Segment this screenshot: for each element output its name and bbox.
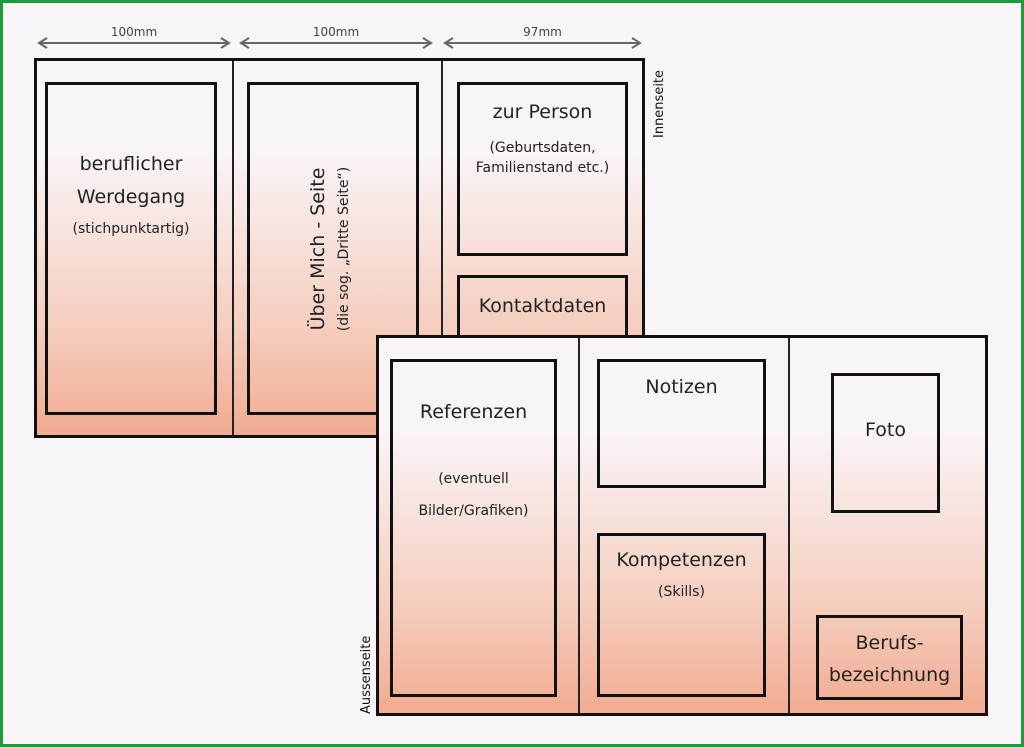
werdegang-subtitle: (stichpunktartig) <box>72 221 190 237</box>
zur-person-subtitle-2: Familienstand etc.) <box>475 160 610 176</box>
zur-person-title: zur Person <box>492 101 593 123</box>
dimension-1-label: 100mm <box>110 25 158 39</box>
referenzen-box: Referenzen (eventuell Bilder/Grafiken) <box>390 359 557 697</box>
werdegang-title-1: beruflicher <box>79 153 183 175</box>
dimension-2-label: 100mm <box>312 25 360 39</box>
outer-side-label: Aussenseite <box>359 635 374 714</box>
dimension-1: 100mm <box>36 25 232 53</box>
berufsbezeichnung-title-2: bezeichnung <box>828 664 951 686</box>
foto-box: Foto <box>831 373 940 513</box>
outer-sheet: Referenzen (eventuell Bilder/Grafiken) N… <box>376 335 988 716</box>
double-arrow-icon <box>443 37 642 49</box>
ueber-mich-subtitle: (die sog. „Dritte Seite“) <box>336 166 352 331</box>
ueber-mich-box: Über Mich - Seite (die sog. „Dritte Seit… <box>247 82 419 415</box>
referenzen-subtitle-2: Bilder/Grafiken) <box>418 503 529 519</box>
dimension-3-label: 97mm <box>523 25 562 39</box>
referenzen-title: Referenzen <box>419 401 528 423</box>
berufsbezeichnung-title-1: Berufs- <box>855 632 924 654</box>
double-arrow-icon <box>239 37 433 49</box>
kompetenzen-title: Kompetenzen <box>616 549 747 571</box>
fold-line <box>441 61 443 435</box>
double-arrow-icon <box>37 37 231 49</box>
inner-side-label: Innenseite <box>652 69 667 138</box>
zur-person-box: zur Person (Geburtsdaten, Familienstand … <box>457 82 628 256</box>
dimension-3: 97mm <box>442 25 643 53</box>
notizen-title: Notizen <box>645 376 718 398</box>
fold-line <box>788 338 790 713</box>
ueber-mich-title: Über Mich - Seite <box>307 167 329 330</box>
fold-line <box>578 338 580 713</box>
berufsbezeichnung-box: Berufs- bezeichnung <box>816 615 963 700</box>
kontakt-title: Kontaktdaten <box>478 295 607 317</box>
zur-person-subtitle-1: (Geburtsdaten, <box>489 140 596 156</box>
inner-sheet: beruflicher Werdegang (stichpunktartig) … <box>34 58 645 438</box>
ueber-mich-rotated: Über Mich - Seite (die sog. „Dritte Seit… <box>303 99 363 399</box>
foto-title: Foto <box>865 419 906 441</box>
referenzen-subtitle-1: (eventuell <box>438 471 509 487</box>
werdegang-title-2: Werdegang <box>76 186 186 208</box>
kompetenzen-subtitle: (Skills) <box>658 584 705 600</box>
fold-line <box>232 61 234 435</box>
werdegang-box: beruflicher Werdegang (stichpunktartig) <box>45 82 217 415</box>
notizen-box: Notizen <box>597 359 766 488</box>
kompetenzen-box: Kompetenzen (Skills) <box>597 533 766 697</box>
dimension-2: 100mm <box>238 25 434 53</box>
